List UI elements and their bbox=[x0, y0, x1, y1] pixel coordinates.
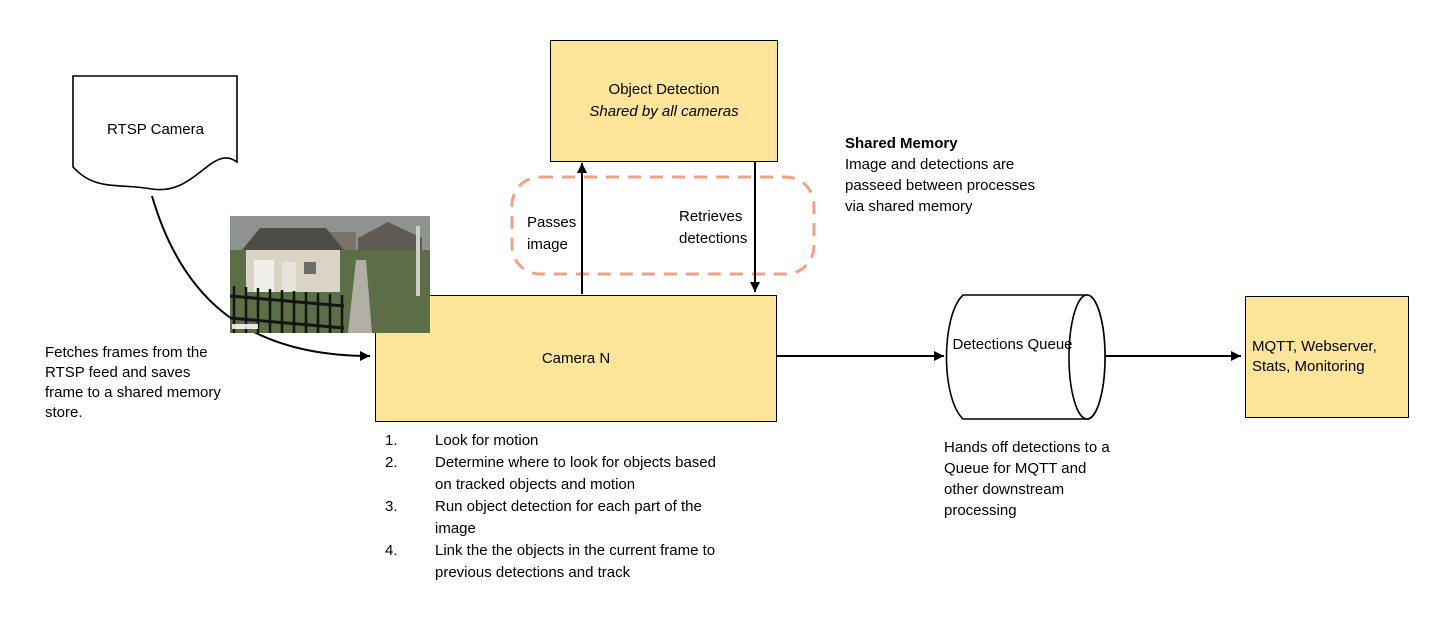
shared-memory-outline bbox=[510, 175, 816, 276]
rtsp-to-camera-arrow bbox=[151, 195, 371, 361]
fetch-frames-note: Fetches frames from the RTSP feed and sa… bbox=[45, 344, 221, 421]
camera-n-node: Camera N bbox=[375, 295, 777, 422]
camera-step-text: Link the the objects in the current fram… bbox=[435, 542, 716, 581]
shared-memory-note-title: Shared Memory bbox=[845, 135, 958, 152]
handoff-note: Hands off detections to a Queue for MQTT… bbox=[944, 439, 1110, 519]
camera-step-text: Run object detection for each part of th… bbox=[435, 498, 702, 537]
camera-step-item: Link the the objects in the current fram… bbox=[385, 540, 745, 584]
output-node-label: MQTT, Webserver, Stats, Monitoring bbox=[1252, 338, 1377, 375]
output-node: MQTT, Webserver, Stats, Monitoring bbox=[1245, 296, 1409, 418]
shared-memory-note-body: Image and detections are passeed between… bbox=[845, 156, 1036, 215]
camera-steps-list: Look for motion Determine where to look … bbox=[385, 430, 745, 584]
camera-step-item: Look for motion bbox=[385, 430, 745, 452]
retrieves-detections-label: Retrieves detections bbox=[679, 208, 748, 247]
rtsp-document-shape bbox=[72, 75, 238, 191]
queue-cylinder-rim bbox=[1068, 294, 1106, 420]
camera-step-text: Look for motion bbox=[435, 432, 539, 449]
camera-step-item: Determine where to look for objects base… bbox=[385, 452, 745, 496]
object-detection-node: Object Detection Shared by all cameras bbox=[550, 40, 778, 162]
passes-image-label: Passes image bbox=[527, 214, 577, 253]
camera-step-text: Determine where to look for objects base… bbox=[435, 454, 716, 493]
camera-step-item: Run object detection for each part of th… bbox=[385, 496, 745, 540]
rtsp-camera-label: RTSP Camera bbox=[107, 121, 204, 138]
shared-memory-note: Shared Memory Image and detections are p… bbox=[845, 133, 1055, 217]
detections-queue-label: Detections Queue bbox=[952, 336, 1073, 353]
camera-snapshot-image bbox=[230, 216, 430, 333]
object-detection-subtitle: Shared by all cameras bbox=[589, 103, 739, 120]
camera-n-label: Camera N bbox=[541, 349, 611, 367]
object-detection-title: Object Detection bbox=[608, 81, 720, 98]
